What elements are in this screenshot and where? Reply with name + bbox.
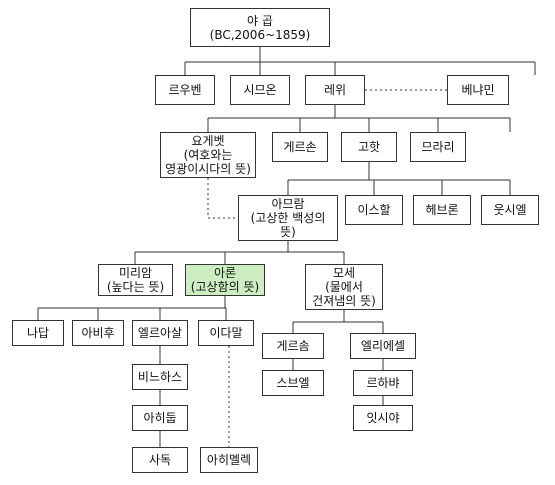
- node-jacob-years: (BC,2006~1859): [209, 27, 311, 42]
- node-gershom-name: 게르솜: [276, 339, 310, 353]
- node-hebron-name: 헤브론: [425, 203, 459, 217]
- node-abihu-name: 아비후: [81, 326, 115, 340]
- node-merari-name: 므라리: [421, 140, 455, 154]
- node-ithamar[interactable]: 이다말: [198, 320, 254, 346]
- node-aaron[interactable]: 아론(고상함의 뜻): [185, 264, 265, 296]
- node-kohath[interactable]: 고핫: [341, 132, 397, 162]
- node-jochebed-name: 요게벳: [191, 134, 225, 148]
- node-phinehas-name: 비느하스: [137, 370, 183, 384]
- node-hebron[interactable]: 헤브론: [413, 195, 471, 225]
- node-moses-meaning-1: (물에서: [325, 280, 363, 294]
- node-eliezer-name: 엘리에셀: [360, 339, 406, 353]
- node-eleazar[interactable]: 엘르아살: [132, 320, 188, 346]
- node-zadok[interactable]: 사독: [132, 447, 188, 473]
- node-abihu[interactable]: 아비후: [72, 320, 124, 346]
- node-jacob-name: 야 곱: [247, 13, 273, 28]
- node-zadok-name: 사독: [148, 453, 172, 467]
- node-ahimelech[interactable]: 아히멜렉: [200, 447, 258, 473]
- node-simeon-name: 시므온: [243, 83, 277, 97]
- node-miriam-meaning: (높다는 뜻): [106, 280, 165, 294]
- node-uzziel[interactable]: 웃시엘: [481, 195, 539, 225]
- node-nadab-name: 나답: [26, 326, 50, 340]
- node-isshiah[interactable]: 잇시야: [353, 405, 413, 431]
- node-kohath-name: 고핫: [357, 140, 381, 154]
- node-miriam-name: 미리암: [118, 266, 153, 280]
- node-izhar-name: 이스할: [357, 203, 391, 217]
- node-reuben-name: 르우벤: [168, 83, 202, 97]
- node-benjamin-name: 베냐민: [461, 83, 495, 97]
- node-eliezer[interactable]: 엘리에셀: [350, 333, 416, 359]
- node-eleazar-name: 엘르아살: [137, 326, 183, 340]
- node-miriam[interactable]: 미리암(높다는 뜻): [98, 264, 173, 296]
- node-ahitub[interactable]: 아히둡: [132, 405, 188, 431]
- node-uzziel-name: 웃시엘: [493, 203, 527, 217]
- node-amram-name: 아므람: [271, 197, 305, 211]
- node-aaron-name: 아론: [213, 266, 237, 280]
- node-moses-name: 모세: [332, 266, 356, 280]
- node-ahimelech-name: 아히멜렉: [206, 453, 252, 467]
- node-isshiah-name: 잇시야: [366, 411, 400, 425]
- node-gershon-name: 게르손: [283, 140, 317, 154]
- node-aaron-meaning: (고상함의 뜻): [190, 280, 260, 294]
- node-gershom[interactable]: 게르솜: [262, 333, 324, 359]
- node-ahitub-name: 아히둡: [143, 411, 177, 425]
- node-izhar[interactable]: 이스할: [345, 195, 403, 225]
- node-rehabiah-name: 르하뱌: [366, 376, 400, 390]
- node-levi[interactable]: 레위: [305, 75, 365, 105]
- node-ithamar-name: 이다말: [209, 326, 243, 340]
- node-gershon[interactable]: 게르손: [272, 132, 328, 162]
- node-simeon[interactable]: 시므온: [230, 75, 290, 105]
- node-nadab[interactable]: 나답: [12, 320, 64, 346]
- node-jochebed-meaning-2: 영광이시다의 뜻): [165, 162, 251, 176]
- node-amram-meaning-2: 뜻): [280, 225, 296, 239]
- node-reuben[interactable]: 르우벤: [155, 75, 215, 105]
- node-jacob[interactable]: 야 곱(BC,2006~1859): [190, 8, 330, 47]
- node-shebuel[interactable]: 스브엘: [262, 370, 324, 396]
- node-jochebed-meaning-1: (여호와는: [183, 148, 233, 162]
- node-amram-meaning-1: (고상한 백성의: [250, 211, 326, 225]
- node-shebuel-name: 스브엘: [276, 376, 310, 390]
- node-rehabiah[interactable]: 르하뱌: [353, 370, 413, 396]
- node-merari[interactable]: 므라리: [410, 132, 466, 162]
- node-benjamin[interactable]: 베냐민: [447, 75, 509, 105]
- node-levi-name: 레위: [323, 83, 347, 97]
- node-moses-meaning-2: 건져냄의 뜻): [312, 294, 376, 308]
- node-phinehas[interactable]: 비느하스: [132, 364, 188, 390]
